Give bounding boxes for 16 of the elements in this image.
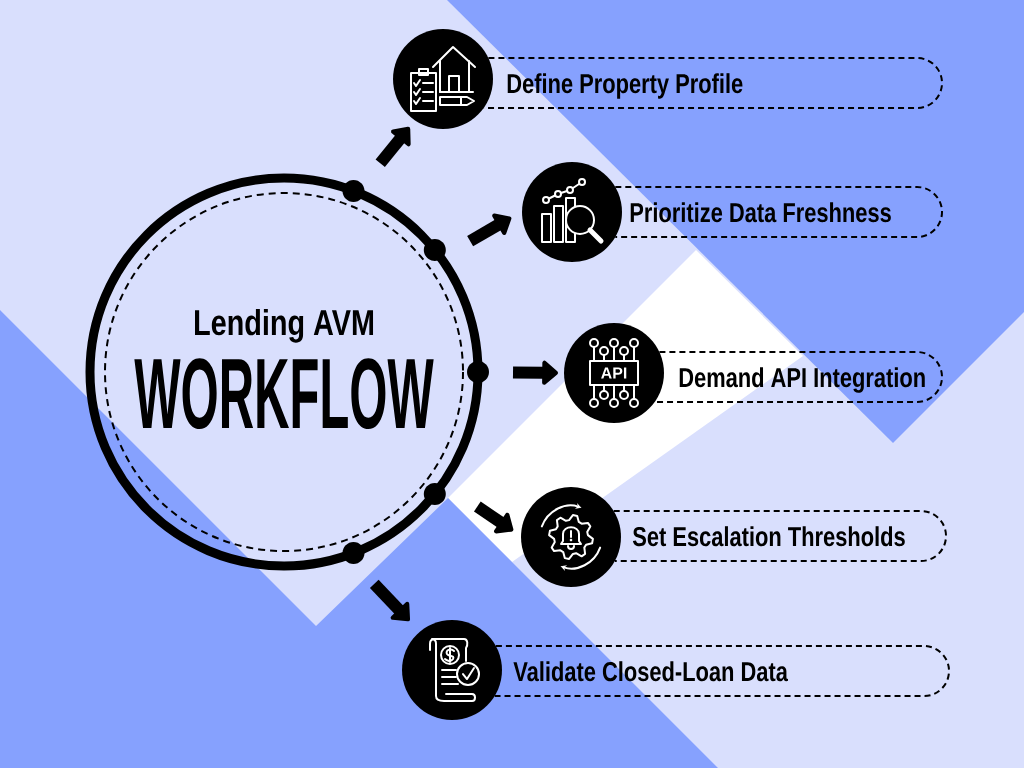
circle-heading: WORKFLOW [134, 358, 434, 429]
step-pill: Demand API Integration [653, 351, 943, 403]
arrow [375, 126, 411, 167]
step-pill: Validate Closed-Loan Data [493, 645, 950, 697]
arrow [369, 579, 411, 622]
receipt-check-icon [402, 620, 502, 720]
step-pill: Set Escalation Thresholds [612, 510, 947, 562]
step-pill: Prioritize Data Freshness [614, 186, 943, 238]
bar-chart-magnifier-icon [522, 162, 622, 262]
step-pill: Define Property Profile [482, 57, 943, 109]
arrow [467, 213, 512, 247]
arrow [512, 360, 558, 385]
circle-subtitle: Lending AVM [195, 308, 374, 343]
arrow [473, 501, 514, 534]
house-clipboard-icon [393, 29, 493, 129]
bell-gear-icon [521, 487, 621, 587]
